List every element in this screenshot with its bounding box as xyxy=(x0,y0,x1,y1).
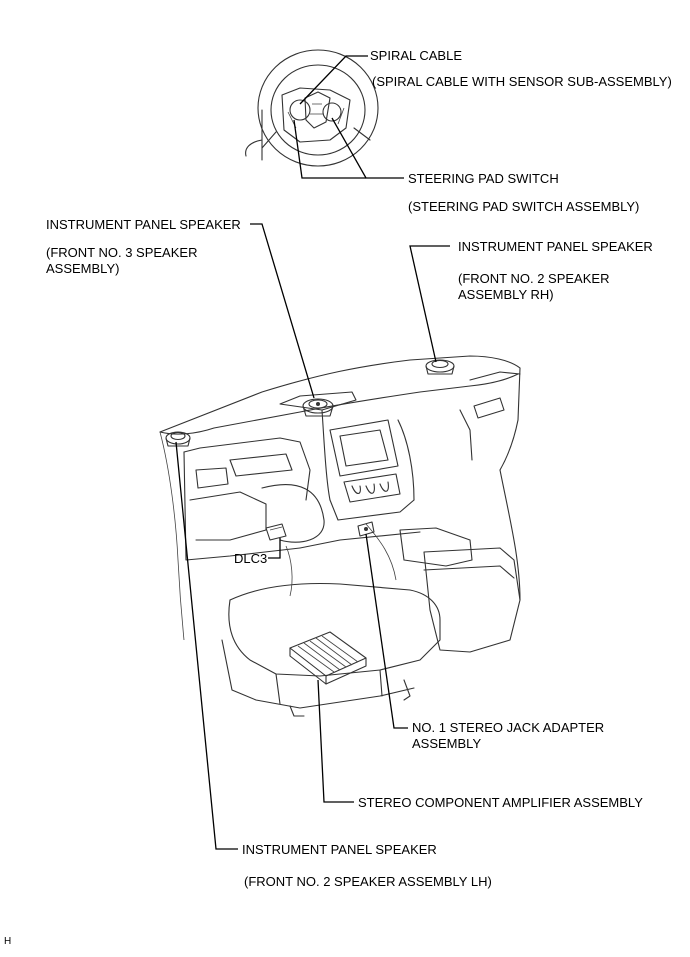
speaker-rh-part xyxy=(425,359,455,375)
steering-wheel-illustration xyxy=(245,49,379,167)
amplifier-part xyxy=(289,631,367,685)
label-dlc3: DLC3 xyxy=(234,551,267,566)
label-spiral-cable-sub: (SPIRAL CABLE WITH SENSOR SUB-ASSEMBLY) xyxy=(372,74,672,89)
label-steering-pad-switch-sub: (STEERING PAD SWITCH ASSEMBLY) xyxy=(408,199,639,214)
label-ip-speaker-lh-sub: (FRONT NO. 2 SPEAKER ASSEMBLY LH) xyxy=(244,874,492,889)
leader-lines xyxy=(175,55,450,850)
figure-code: H xyxy=(4,936,11,947)
stereo-jack-part xyxy=(357,521,375,537)
speaker-lh-part xyxy=(165,431,191,447)
label-amplifier: STEREO COMPONENT AMPLIFIER ASSEMBLY xyxy=(358,795,643,810)
label-ip-speaker-rh: INSTRUMENT PANEL SPEAKER xyxy=(458,239,653,254)
label-spiral-cable: SPIRAL CABLE xyxy=(370,48,462,63)
label-ip-speaker-rh-sub-1: (FRONT NO. 2 SPEAKER xyxy=(458,271,609,286)
label-steering-pad-switch: STEERING PAD SWITCH xyxy=(408,171,559,186)
label-ip-speaker-rh-sub-2: ASSEMBLY RH) xyxy=(458,287,554,302)
dlc3-connector-part xyxy=(265,523,287,541)
label-ip-speaker-center-sub-2: ASSEMBLY) xyxy=(46,261,119,276)
label-stereo-jack-1: NO. 1 STEREO JACK ADAPTER xyxy=(412,720,604,735)
speaker-center-part xyxy=(302,398,334,417)
label-stereo-jack-2: ASSEMBLY xyxy=(412,736,481,751)
label-ip-speaker-lh: INSTRUMENT PANEL SPEAKER xyxy=(242,842,437,857)
label-ip-speaker-center: INSTRUMENT PANEL SPEAKER xyxy=(46,217,241,232)
dashboard-illustration xyxy=(159,355,521,717)
label-ip-speaker-center-sub-1: (FRONT NO. 3 SPEAKER xyxy=(46,245,197,260)
callout-labels: SPIRAL CABLE (SPIRAL CABLE WITH SENSOR S… xyxy=(4,48,672,947)
